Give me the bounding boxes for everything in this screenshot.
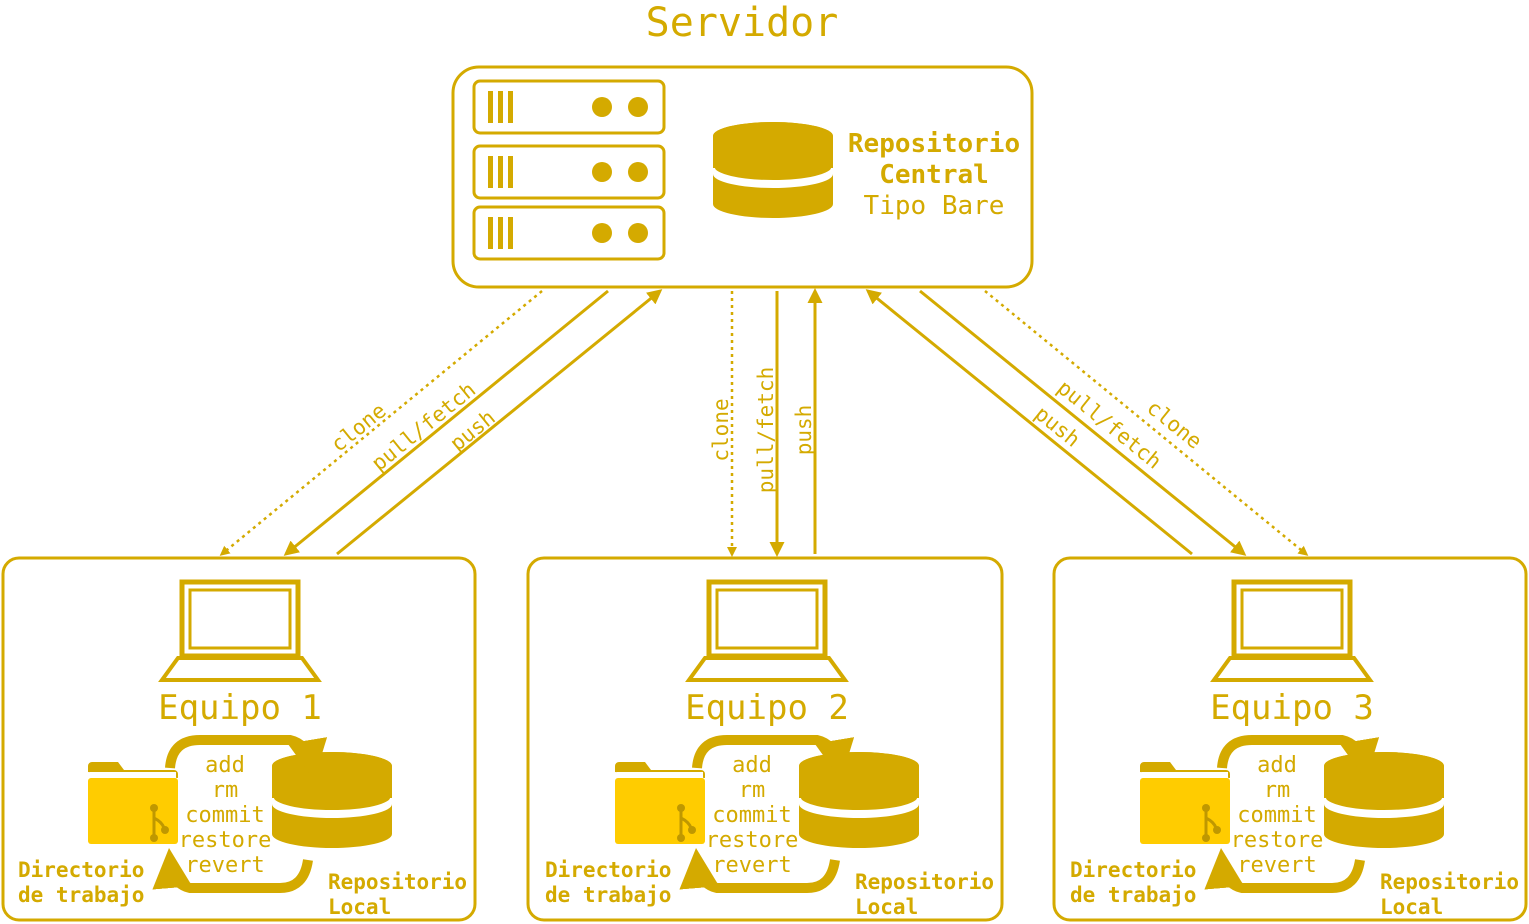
- cmd-add: add: [1257, 753, 1297, 778]
- machine-1: Equipo 1 add rm commit restore revert Di…: [1, 556, 477, 922]
- restore-cycle-arrow-bottom: [679, 848, 840, 893]
- folder-git-icon: [613, 760, 707, 846]
- central-repo-type: Tipo Bare: [864, 191, 1005, 221]
- laptop-icon: [162, 582, 318, 680]
- local-repo-label-line2: Local: [1380, 895, 1443, 919]
- laptop-icon: [1214, 582, 1370, 680]
- database-icon: [797, 750, 921, 850]
- local-repo-label-line2: Local: [328, 895, 391, 919]
- clone-label-2: clone: [709, 398, 733, 461]
- workdir-label-line2: de trabajo: [18, 883, 144, 907]
- cmd-revert: revert: [1237, 853, 1316, 878]
- cmd-restore: restore: [179, 828, 272, 853]
- machine-3: Equipo 3 add rm commit restore revert Di…: [1052, 556, 1528, 922]
- machine-box: [1052, 556, 1528, 922]
- pull-fetch-arrow-1: [283, 289, 609, 556]
- workdir-label-line1: Directorio: [18, 858, 144, 882]
- database-icon: [1322, 750, 1446, 850]
- machine-name: Equipo 2: [685, 688, 849, 728]
- workdir-label-line1: Directorio: [1070, 858, 1196, 882]
- clone-arrow-3: [984, 290, 1309, 556]
- local-repo-label-line1: Repositorio: [855, 870, 994, 894]
- folder-git-icon: [1138, 760, 1232, 846]
- push-arrow-1: [336, 289, 663, 556]
- machine-2: Equipo 2 add rm commit restore revert Di…: [526, 556, 1004, 922]
- pull-fetch-label-2: pull/fetch: [754, 367, 778, 493]
- local-repo-label-line1: Repositorio: [1380, 870, 1519, 894]
- database-icon: [270, 750, 394, 850]
- cmd-add: add: [732, 753, 772, 778]
- machine-name: Equipo 3: [1210, 688, 1374, 728]
- cmd-rm: rm: [739, 778, 766, 803]
- commit-cycle-arrow-top: [692, 735, 855, 780]
- clone-arrow-1: [219, 290, 543, 556]
- commit-cycle-arrow-top: [1217, 735, 1380, 780]
- cmd-revert: revert: [712, 853, 791, 878]
- pull-fetch-arrow-3: [919, 289, 1247, 556]
- cmd-commit: commit: [712, 803, 791, 828]
- server-rack-icon: [472, 79, 666, 261]
- folder-git-icon: [86, 760, 180, 846]
- restore-cycle-arrow-bottom: [152, 848, 313, 893]
- cmd-restore: restore: [706, 828, 799, 853]
- workdir-label-line2: de trabajo: [545, 883, 671, 907]
- cmd-commit: commit: [185, 803, 264, 828]
- commit-cycle-arrow-top: [165, 735, 328, 780]
- restore-cycle-arrow-bottom: [1204, 848, 1365, 893]
- local-repo-label-line1: Repositorio: [328, 870, 467, 894]
- machine-box: [526, 556, 1004, 922]
- push-arrow-3: [865, 289, 1193, 556]
- machine-name: Equipo 1: [158, 688, 322, 728]
- local-repo-label-line2: Local: [855, 895, 918, 919]
- cmd-rm: rm: [212, 778, 239, 803]
- central-repo-label-line1: Repositorio: [848, 129, 1020, 159]
- workdir-label-line2: de trabajo: [1070, 883, 1196, 907]
- server-box: [451, 65, 1034, 289]
- cmd-revert: revert: [185, 853, 264, 878]
- cmd-commit: commit: [1237, 803, 1316, 828]
- database-icon: [711, 120, 835, 220]
- cmd-restore: restore: [1231, 828, 1324, 853]
- cmd-rm: rm: [1264, 778, 1291, 803]
- central-repo-label-line2: Central: [879, 160, 989, 190]
- workdir-label-line1: Directorio: [545, 858, 671, 882]
- machine-box: [1, 556, 477, 922]
- push-label-2: push: [792, 405, 816, 456]
- laptop-icon: [689, 582, 845, 680]
- server-title: Servidor: [646, 0, 839, 46]
- cmd-add: add: [205, 753, 245, 778]
